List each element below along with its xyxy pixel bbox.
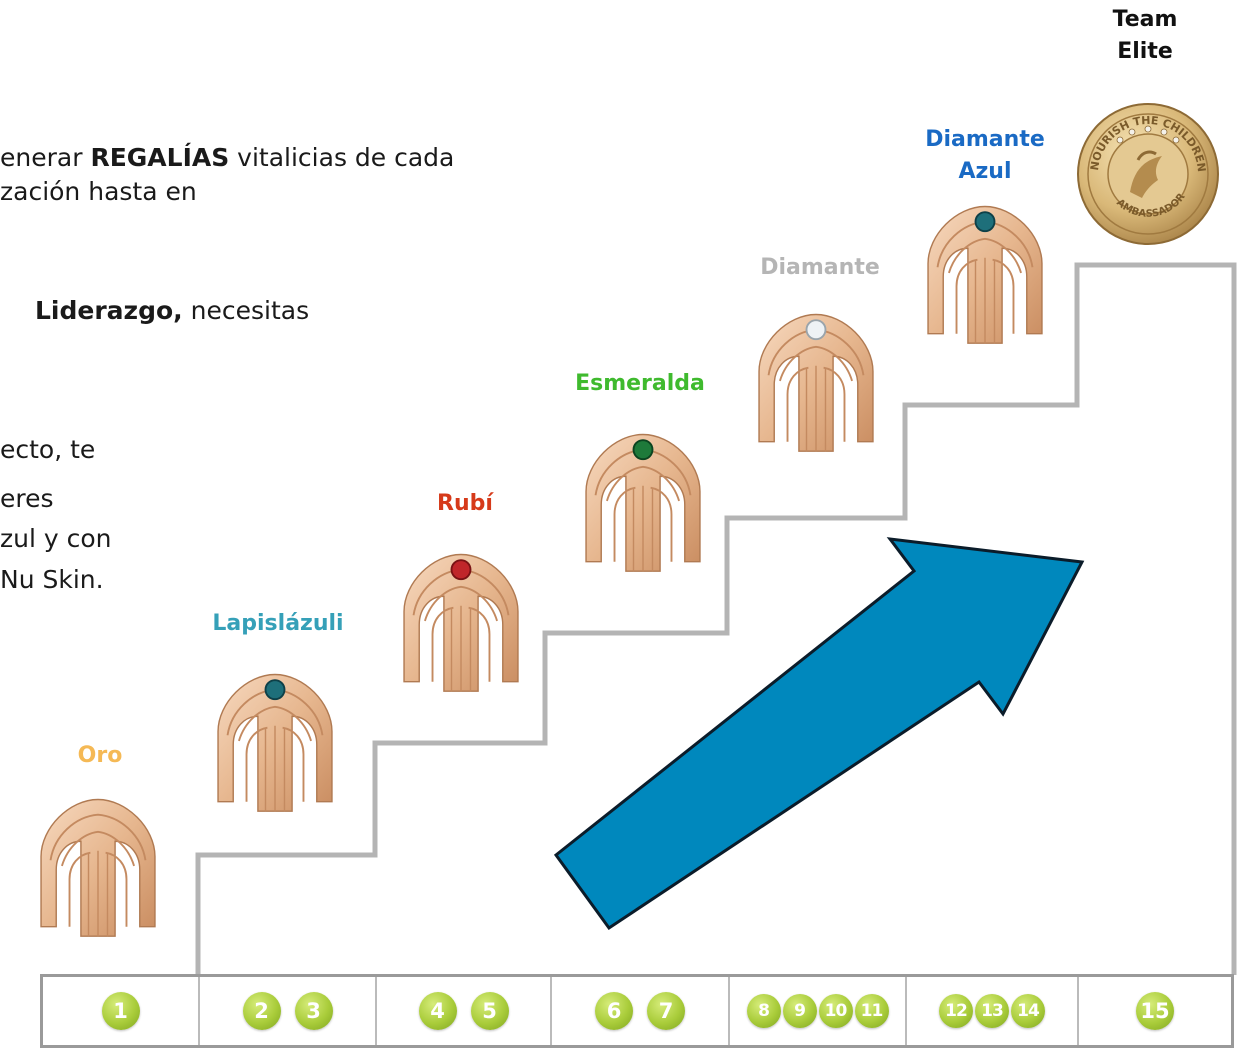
pin-esmeralda-icon	[585, 433, 701, 573]
staircase-line	[195, 262, 1237, 975]
number-badge: 2	[242, 992, 281, 1030]
pin-diamante	[748, 305, 884, 460]
level-label-team-elite-line1: Team	[1112, 7, 1178, 32]
body-text-line-1: enerar REGALÍAS vitalicias de cada	[0, 143, 454, 172]
timeline-cell-2: 2 3	[200, 977, 377, 1045]
body-text-line-1-prefix: enerar	[0, 143, 91, 172]
number-badge: 9	[782, 994, 817, 1028]
pin-rubi-icon	[403, 553, 519, 693]
pin-lapislazuli-icon	[217, 673, 333, 813]
pin-esmeralda	[575, 425, 711, 580]
leadership-emphasis: Liderazgo,	[35, 296, 183, 325]
level-label-diamante-azul-line1: Diamante	[925, 127, 1045, 152]
pin-diamante-icon	[758, 313, 874, 453]
number-badge: 5	[470, 992, 509, 1030]
level-label-team-elite-line2: Elite	[1117, 38, 1173, 64]
timeline-cell-5: 8 9 10 11	[730, 977, 907, 1045]
timeline-cell-3: 4 5	[377, 977, 552, 1045]
number-badge: 7	[647, 992, 685, 1030]
pin-rubi	[393, 545, 529, 700]
level-label-diamante-azul-line2: Azul	[958, 158, 1012, 184]
level-label-rubi: Rubí	[437, 491, 493, 516]
body-text-line-3-suffix: necesitas	[182, 296, 310, 325]
level-label-team-elite: Team Elite	[1090, 4, 1200, 68]
level-label-esmeralda: Esmeralda	[575, 371, 705, 396]
body-text-line-7: Nu Skin.	[0, 565, 104, 594]
number-badge: 6	[595, 992, 633, 1030]
body-text-line-5: eres	[0, 484, 54, 513]
team-elite-medal: NOURISH THE CHILDREN AMBASSADOR	[1072, 100, 1224, 248]
growth-arrow	[553, 537, 1085, 931]
number-badge: 13	[975, 994, 1009, 1028]
body-text-line-6: zul y con	[0, 524, 112, 553]
number-badge: 12	[939, 994, 973, 1028]
pin-diamante-azul-icon	[927, 205, 1043, 345]
number-badge: 15	[1136, 992, 1174, 1030]
body-text-line-4: ecto, te	[0, 435, 96, 464]
number-badge: 11	[854, 994, 889, 1028]
royalties-emphasis: REGALÍAS	[90, 143, 230, 172]
number-badge: 8	[746, 994, 781, 1028]
number-badge: 1	[101, 992, 140, 1030]
timeline-cell-4: 6 7	[552, 977, 730, 1045]
pin-oro	[30, 790, 166, 945]
timeline-bar: 1 2 3 4 5 6 7 8 9 10 11 12 13 14 15	[40, 974, 1234, 1048]
timeline-cell-7: 15	[1079, 977, 1231, 1045]
number-badge: 4	[418, 992, 457, 1030]
pin-oro-icon	[40, 798, 156, 938]
body-text-line-1-suffix: vitalicias de cada	[229, 143, 455, 172]
number-badge: 10	[818, 994, 853, 1028]
pin-lapislazuli	[207, 665, 343, 820]
level-label-oro: Oro	[77, 743, 123, 768]
medal-icon: NOURISH THE CHILDREN AMBASSADOR	[1077, 103, 1219, 245]
body-text-line-2: zación hasta en	[0, 177, 197, 206]
number-badge: 14	[1011, 994, 1045, 1028]
timeline-cell-1: 1	[43, 977, 200, 1045]
level-label-lapislazuli: Lapislázuli	[212, 611, 344, 636]
level-label-diamante: Diamante	[760, 255, 880, 280]
number-badge: 3	[294, 992, 333, 1030]
body-text-line-3: Liderazgo, necesitas	[35, 296, 309, 325]
timeline-cell-6: 12 13 14	[907, 977, 1079, 1045]
pin-diamante-azul	[917, 197, 1053, 352]
level-label-diamante-azul: Diamante Azul	[900, 124, 1070, 188]
